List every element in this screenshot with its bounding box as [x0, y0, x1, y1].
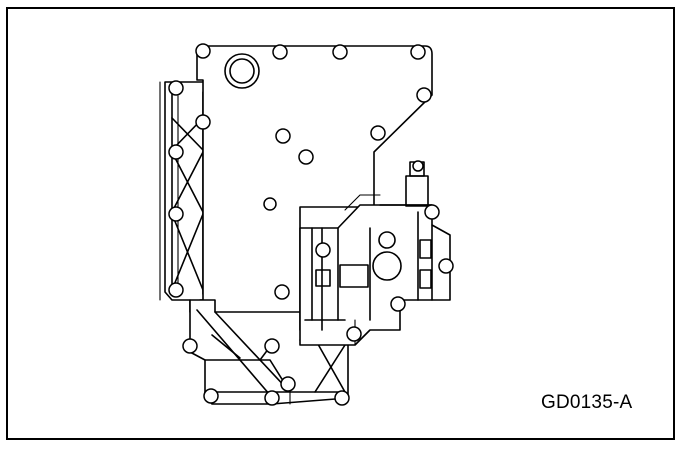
main-plate [196, 45, 433, 331]
figure-id-label: GD0135-A [541, 392, 633, 413]
valve-assembly [299, 161, 451, 346]
figure-frame [6, 7, 675, 440]
bolt-heads [168, 43, 454, 406]
